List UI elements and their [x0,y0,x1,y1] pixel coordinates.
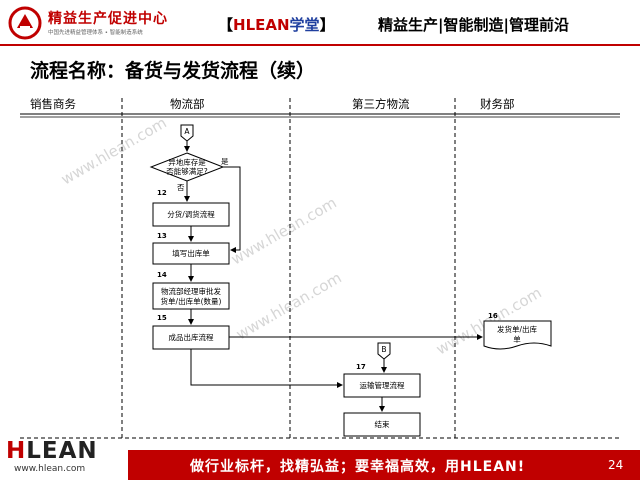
decision-yes-label: 是 [221,157,229,166]
brand-name: HLEAN [233,16,290,34]
end-label: 结束 [375,419,390,429]
decision-no-label: 否 [177,183,185,192]
decision-text-2: 否能够满足? [166,166,207,176]
footer-logo-rest: LEAN [26,438,98,464]
footer-logo-h: H [6,438,27,464]
step16-label-2: 单 [513,334,521,344]
step15-label: 成品出库流程 [169,332,214,342]
step17-label: 运输管理流程 [360,380,405,390]
connector-b-label: B [381,345,386,354]
page-number: 24 [608,458,624,472]
lane-label-logistics: 物流部 [170,97,205,111]
step14-box [152,282,230,310]
step12-label: 分货/调货流程 [167,209,215,219]
step13-label: 填写出库单 [172,248,210,258]
step12-number: 12 [157,189,167,197]
footer-url: www.hlean.com [14,464,86,474]
header-divider [0,44,640,46]
bracket-left: 【 [218,16,234,34]
edge-yes-step13 [223,166,241,253]
watermark-3: www.hlean.com [233,269,345,344]
step14-label-2: 货单/出库单(数量) [161,296,222,306]
footer-slogan: 做行业标杆，找精弘益；要幸福高效，用HLEAN! [190,459,526,475]
bracket-right: 】 [319,16,335,34]
step16-number: 16 [488,312,498,320]
lane-label-finance: 财务部 [480,97,515,111]
end-box [343,412,421,437]
connector-b [377,342,391,360]
edge-step15-step17 [190,349,343,388]
logo-subtitle: 中国先进精益管理体系 • 智能制造系统 [48,30,143,36]
connector-a [180,124,194,142]
page-title: 流程名称：备货与发货流程（续） [30,60,316,82]
header-tagline: 精益生产|智能制造|管理前沿 [378,16,569,34]
logo-name: 精益生产促进中心 [48,11,168,27]
header-logo: 精益生产促进中心 中国先进精益管理体系 • 智能制造系统 [4,2,194,44]
footer-logo: HLEAN [6,438,98,464]
step14-label-1: 物流部经理审批发 [161,286,221,296]
step16-document [483,320,552,350]
footer-band [128,450,640,480]
header-brand: 【HLEAN学堂】 [218,14,335,35]
decision-text-1: 异地库存是 [168,157,206,167]
step16-label-1: 发货单/出库 [497,324,538,334]
watermark-2: www.hlean.com [228,194,340,269]
step17-number: 17 [356,363,366,371]
connector-a-label: A [184,127,190,136]
brand-suffix: 学堂 [289,16,320,34]
watermark-1: www.hlean.com [58,114,170,189]
logo-mark-icon [8,6,42,40]
step13-number: 13 [157,232,167,240]
step14-number: 14 [157,271,167,279]
lane-label-sales: 销售商务 [30,97,76,111]
lane-label-third-party: 第三方物流 [352,97,410,111]
step15-number: 15 [157,314,167,322]
